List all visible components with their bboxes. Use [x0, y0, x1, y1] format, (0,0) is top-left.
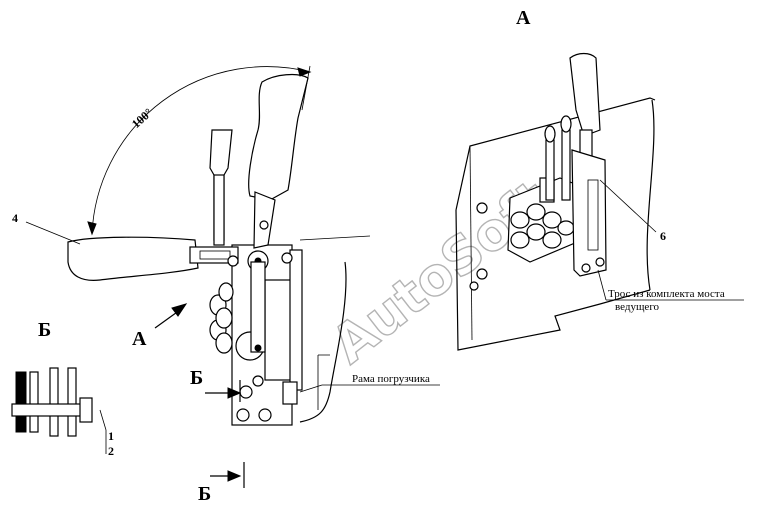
- section-b-bottom-arrowhead: [227, 470, 242, 482]
- part-4-leader: [25, 221, 81, 245]
- bracket-bolt: [581, 263, 591, 273]
- view-a-title: А: [516, 7, 531, 29]
- part-6-leader: [599, 179, 657, 233]
- mounting-bracket: [289, 249, 303, 391]
- section-b-detail-label: Б: [38, 319, 51, 341]
- view-a-bracket: [571, 149, 607, 277]
- lever-lower-position: [67, 236, 199, 281]
- section-b-detail: Б 1 2: [11, 319, 114, 458]
- view-a-hose-fittings: [510, 203, 575, 249]
- main-view: 100° 4 А Б Б Рама погрузчика: [12, 65, 440, 505]
- pivot-bolt: [227, 255, 239, 267]
- leader-to-frame: [299, 235, 371, 241]
- loader-frame-note: Рама погрузчика: [352, 373, 430, 385]
- section-b-bottom-label: Б: [198, 483, 211, 504]
- lever-upper-position: [248, 73, 309, 201]
- plate-bolt: [476, 268, 488, 280]
- frame-plate-right: [646, 99, 655, 291]
- view-a-lever-knob: [560, 115, 572, 133]
- view-a-lever-knob: [544, 125, 556, 143]
- view-a: А: [455, 7, 744, 351]
- part-6-label: 6: [660, 229, 666, 243]
- view-a-lever-rod: [545, 139, 555, 201]
- plate-bolt: [469, 281, 479, 291]
- bolt-head: [236, 408, 250, 422]
- angle-arrow-upper: [297, 67, 312, 77]
- bolt-head: [281, 252, 293, 264]
- bracket-bolt: [282, 381, 298, 405]
- section-plate: [29, 371, 39, 433]
- frame-plate-bottom: [455, 209, 651, 351]
- angle-extension-line: [301, 65, 311, 111]
- rod-pin: [254, 344, 262, 352]
- part-4-label: 4: [12, 211, 18, 225]
- view-a-arrow-head: [171, 303, 188, 317]
- section-plate: [49, 367, 59, 437]
- view-a-bracket-slot: [587, 179, 599, 251]
- part-1-2-leader: [99, 409, 107, 431]
- hose-fittings: [209, 282, 234, 354]
- bracket-bolt: [595, 257, 605, 267]
- lever-slot: [199, 250, 231, 260]
- frame-bracket: [317, 354, 330, 410]
- bolt-head: [252, 375, 264, 387]
- lever-upper-stem: [253, 191, 276, 249]
- view-a-lever-rod: [561, 129, 571, 201]
- frame-plate-edge: [469, 145, 473, 341]
- section-nut: [79, 397, 93, 423]
- view-a-main-lever-handle: [569, 52, 601, 137]
- plate-bolt: [476, 202, 488, 214]
- bolt-head: [239, 385, 253, 399]
- section-b-top-arrowhead: [227, 387, 242, 399]
- frame-note-leader: [299, 384, 323, 393]
- angle-arc: [91, 66, 311, 235]
- cable-note-leader: [597, 269, 607, 301]
- second-lever-rod: [213, 174, 225, 246]
- cable-note-line2: ведущего: [615, 301, 660, 313]
- part-2-label: 2: [108, 444, 114, 458]
- angle-arrow-lower: [87, 221, 97, 236]
- lever-pivot-bolt: [259, 220, 269, 230]
- part-1-label: 1: [108, 429, 114, 443]
- frame-plate-top: [455, 97, 656, 211]
- bolt-head: [258, 408, 272, 422]
- section-b-top-label: Б: [190, 367, 203, 389]
- section-bolt: [11, 403, 89, 417]
- angle-label: 100°: [129, 105, 155, 131]
- loader-frame-outline: [299, 261, 347, 423]
- section-plate: [15, 371, 27, 433]
- cable-note-line1: Трос из комплекта моста: [608, 288, 725, 300]
- view-a-arrow-label: А: [132, 328, 147, 350]
- section-plate: [67, 367, 77, 437]
- connecting-rod: [250, 261, 266, 353]
